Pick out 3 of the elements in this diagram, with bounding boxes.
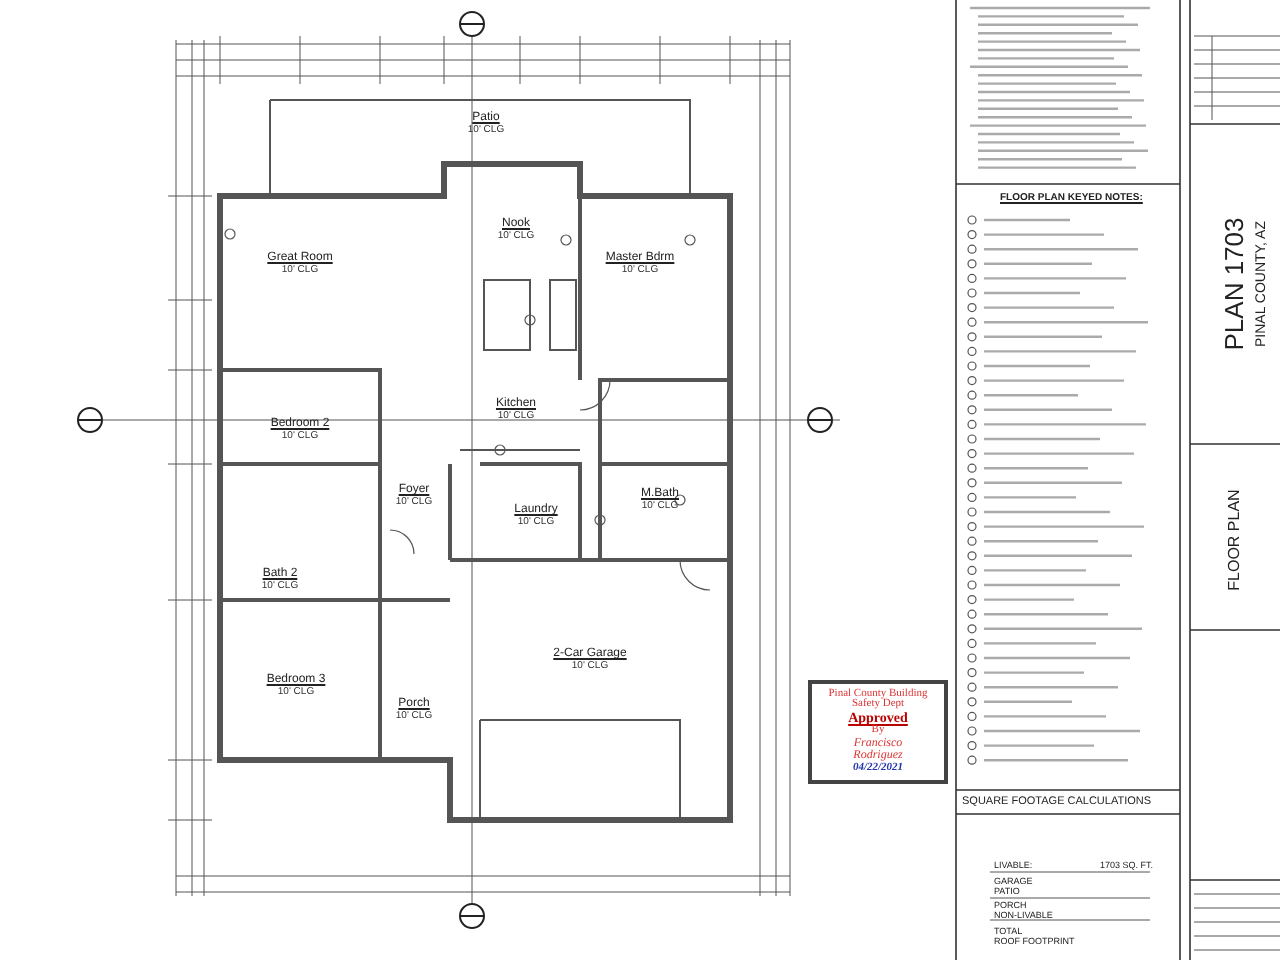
sheet-title: FLOOR PLAN: [1225, 489, 1243, 591]
plan-number: PLAN 1703: [1219, 217, 1249, 351]
approval-stamp: [808, 680, 948, 784]
